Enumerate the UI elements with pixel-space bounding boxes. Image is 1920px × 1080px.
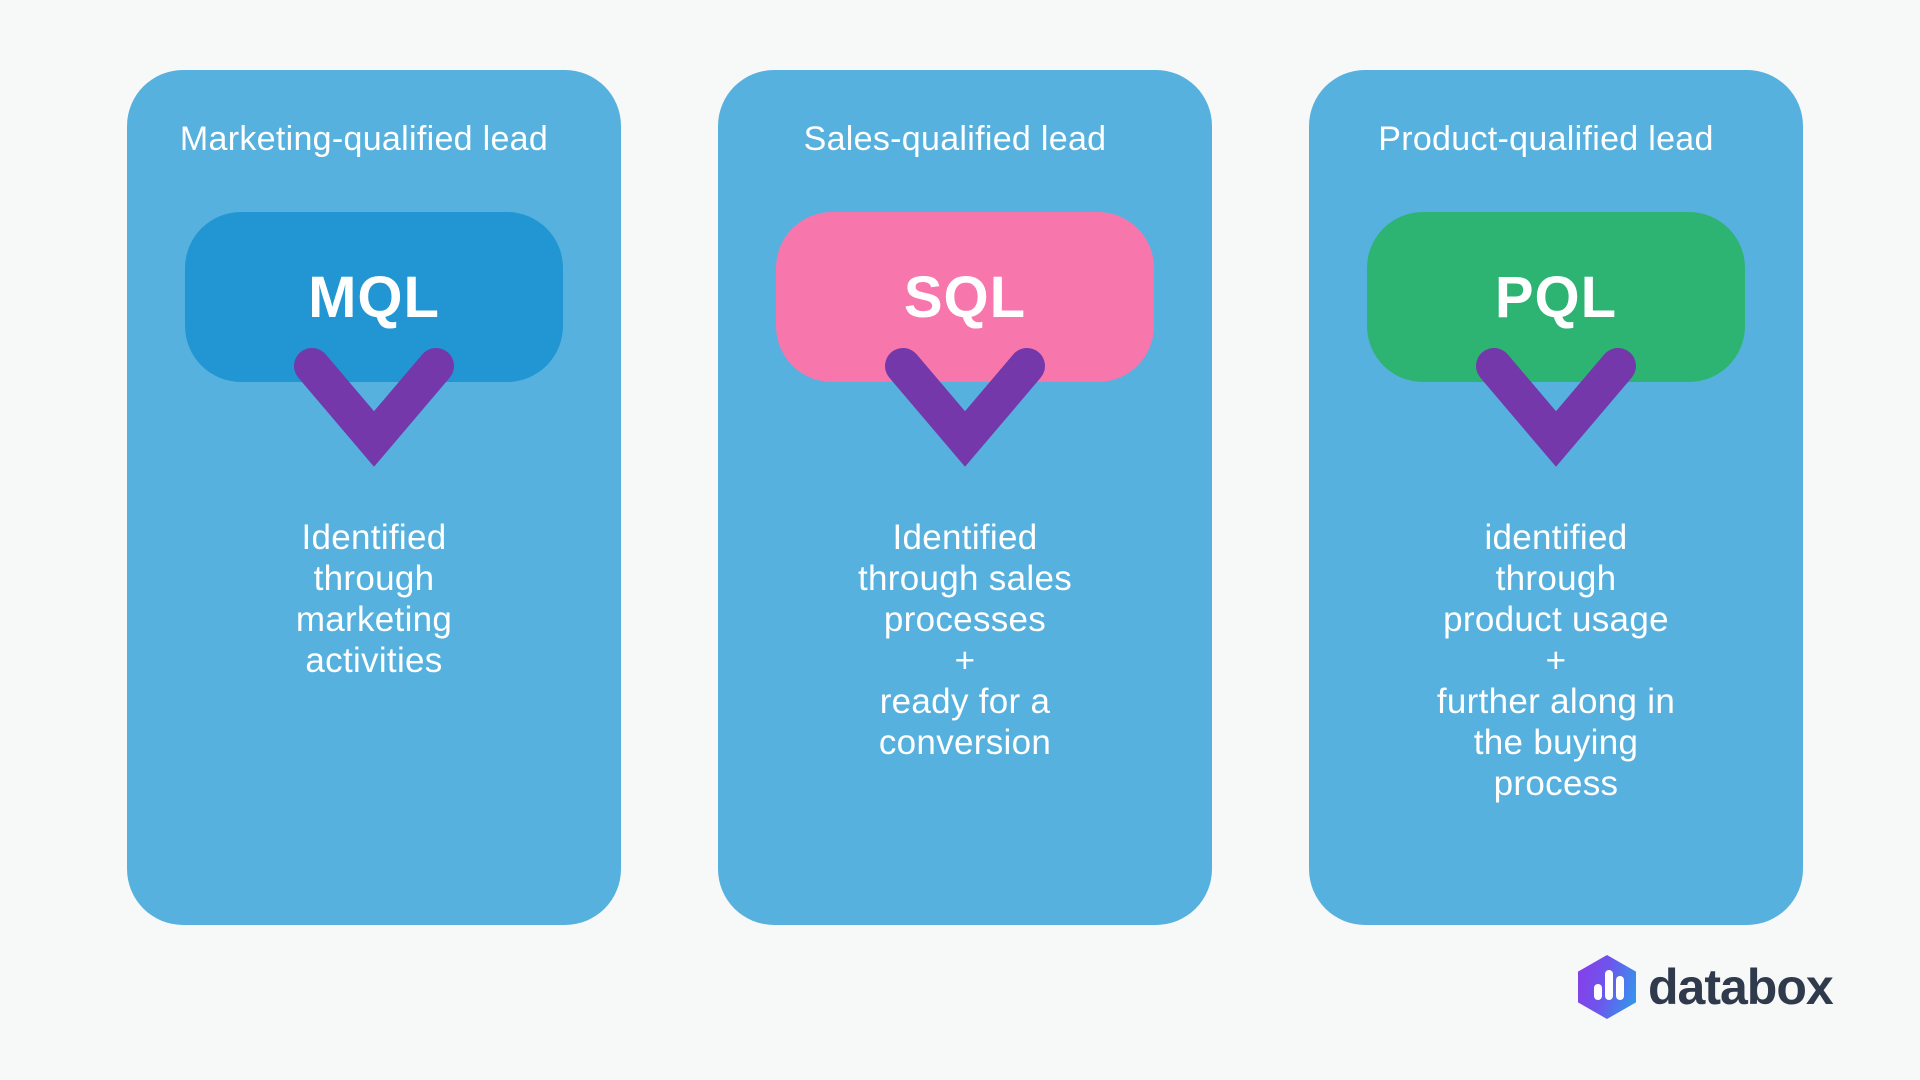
badge-label-mql: MQL — [308, 264, 440, 330]
badge-sql: SQL — [776, 212, 1154, 382]
logo-bar-short — [1594, 984, 1602, 1000]
cards-row: Marketing-qualified lead MQL Identified … — [127, 70, 1803, 925]
card-sql: Sales-qualified lead SQL Identified thro… — [718, 70, 1212, 925]
badge-label-sql: SQL — [903, 264, 1027, 330]
chevron-down-icon — [1476, 348, 1636, 467]
badge-label-pql: PQL — [1494, 264, 1618, 330]
card-title-pql: Product-qualified lead — [1378, 120, 1714, 158]
card-pql: Product-qualified lead PQL identified th… — [1309, 70, 1803, 925]
card-mql: Marketing-qualified lead MQL Identified … — [127, 70, 621, 925]
databox-wordmark: databox — [1648, 959, 1834, 1015]
chevron-down-icon — [294, 348, 454, 467]
card-title-sql: Sales-qualified lead — [803, 120, 1107, 158]
badge-pql: PQL — [1367, 212, 1745, 382]
card-description-mql: Identified through marketing activities — [295, 518, 453, 680]
chevron-down-icon — [885, 348, 1045, 467]
card-description-sql: Identified through sales processes + rea… — [857, 518, 1073, 762]
logo-bar-medium — [1616, 976, 1624, 1000]
card-description-pql: identified through product usage + furth… — [1436, 518, 1676, 803]
card-title-mql: Marketing-qualified lead — [179, 120, 549, 158]
logo-bar-tall — [1605, 970, 1613, 1000]
databox-brand: databox — [1578, 955, 1834, 1019]
badge-mql: MQL — [185, 212, 563, 382]
databox-logo-icon — [1578, 955, 1636, 1019]
